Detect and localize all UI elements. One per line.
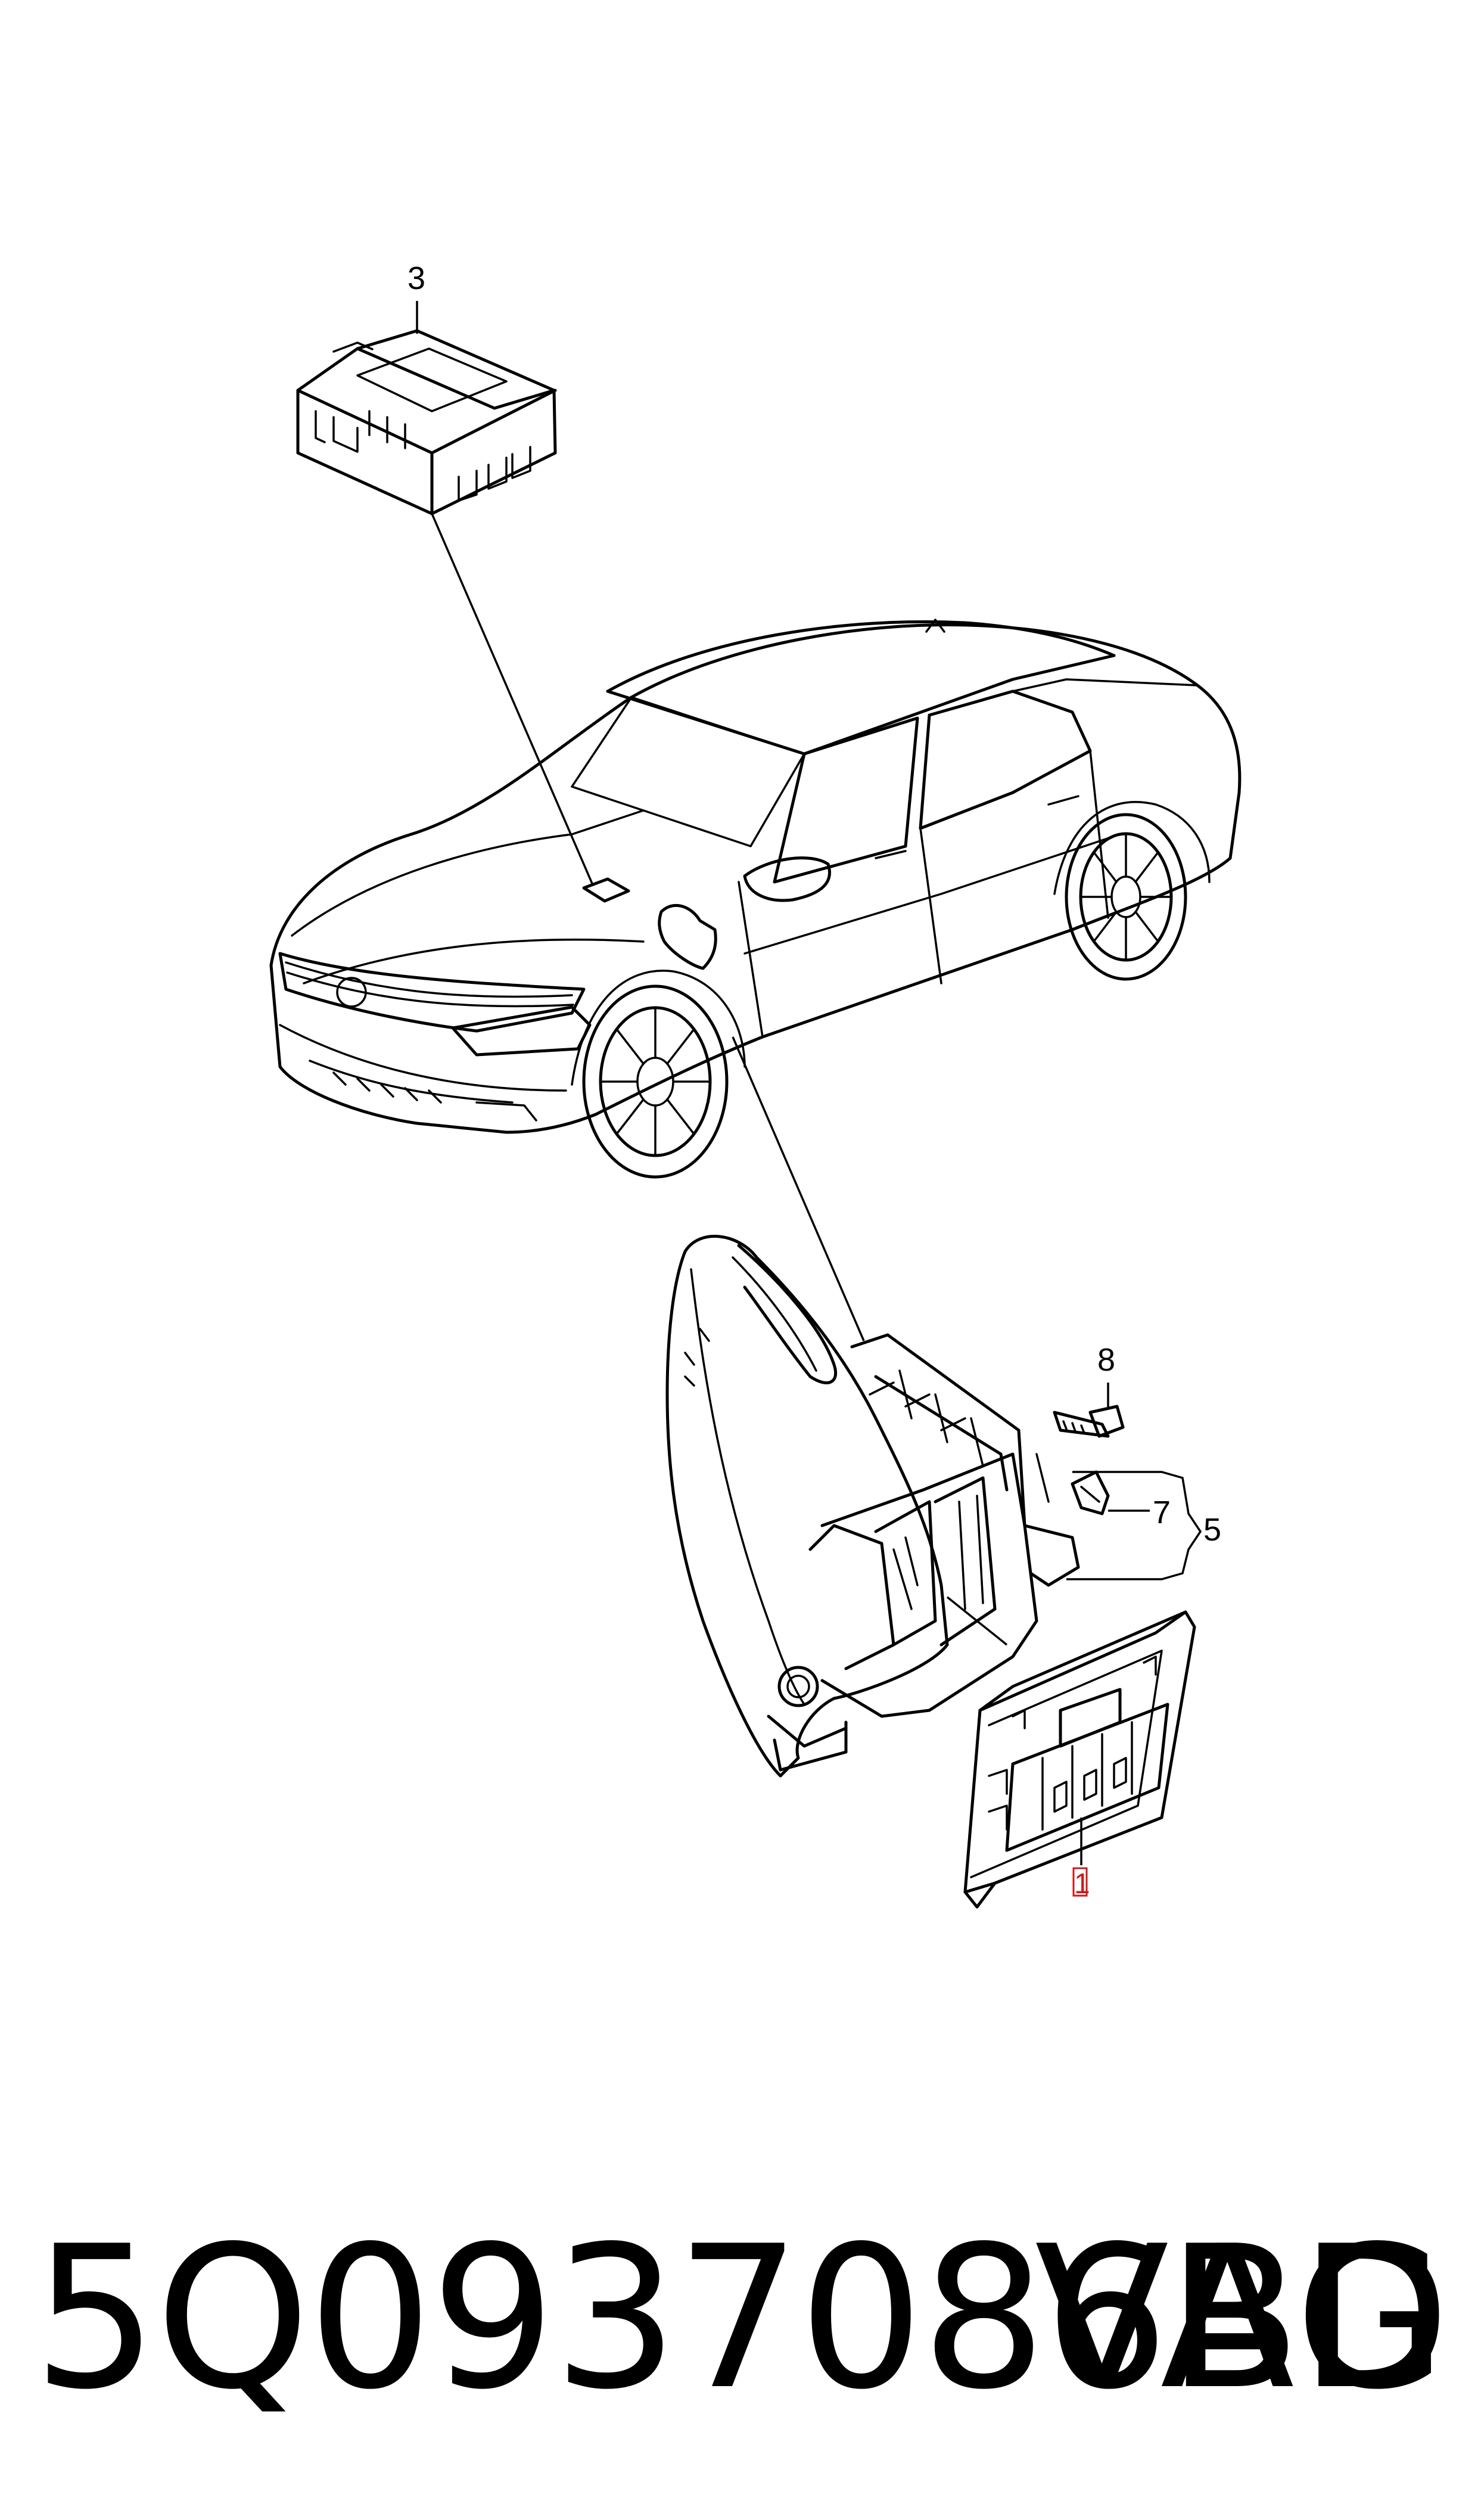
- rear-wheel: [1065, 813, 1187, 981]
- bolt-8: [1053, 1405, 1125, 1438]
- brand-label: VAG: [1034, 2204, 1451, 2433]
- leader-line-3: [431, 513, 594, 886]
- brace-5: [1066, 1471, 1202, 1580]
- leader-line-1-bracket: [946, 1596, 1008, 1646]
- front-wheel: [582, 984, 729, 1179]
- callout-7: 7: [1153, 1495, 1171, 1530]
- location-marker-1: [658, 903, 717, 970]
- callout-5: 5: [1203, 1512, 1221, 1548]
- control-module-3: [296, 329, 557, 515]
- footer: 5Q0937086BD VAG: [33, 2205, 1451, 2431]
- callout-3: 3: [407, 260, 425, 296]
- mounting-bracket-5: [665, 1235, 1080, 1778]
- location-marker-3: [582, 877, 630, 903]
- control-unit-1: [963, 1610, 1196, 1909]
- callout-1[interactable]: 1: [1074, 1868, 1090, 1900]
- clip-7: [1071, 1470, 1110, 1515]
- callout-1-highlight-box: [1072, 1867, 1088, 1897]
- callout-8: 8: [1097, 1342, 1115, 1378]
- part-number: 5Q0937086BD: [33, 2204, 1451, 2433]
- car-illustration: [269, 619, 1242, 1179]
- leader-line-1: [732, 1036, 865, 1341]
